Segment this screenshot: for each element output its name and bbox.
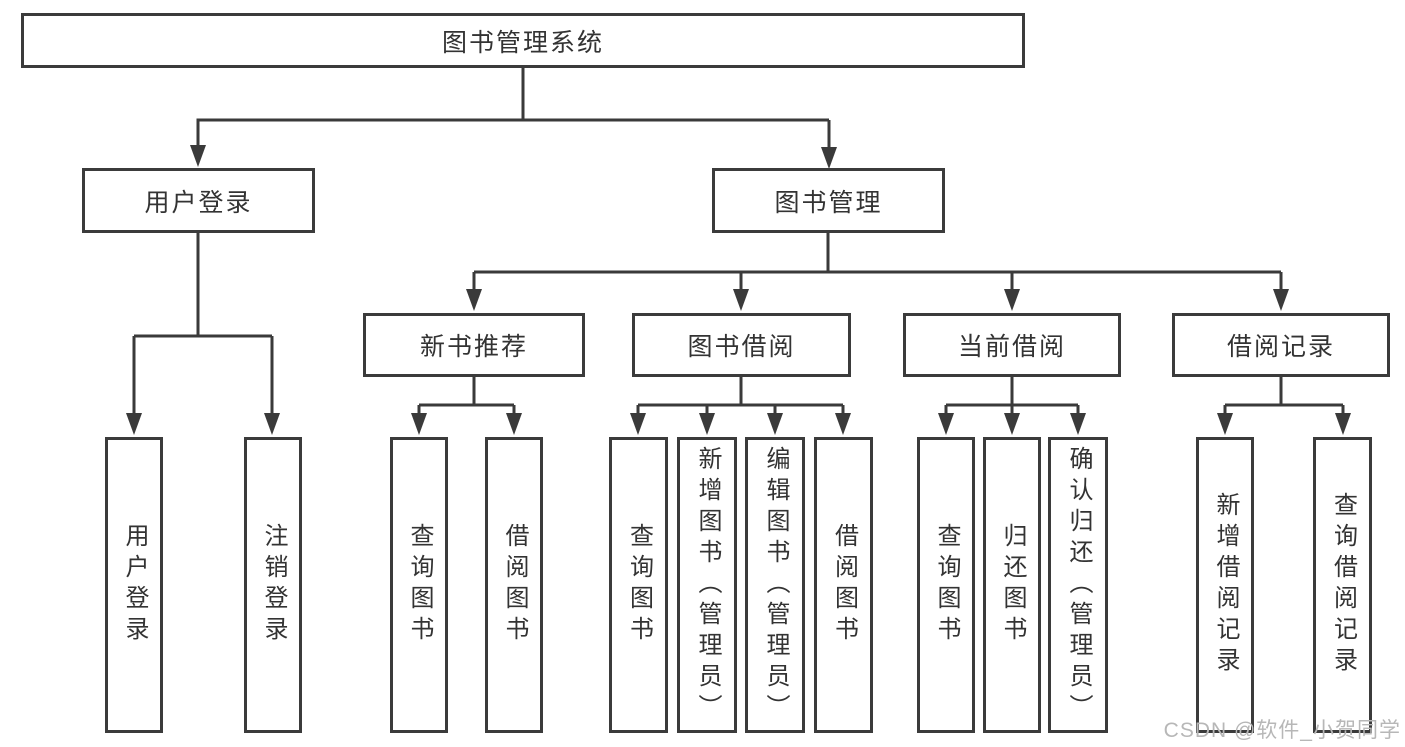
node-current-borrowing: 当前借阅 bbox=[903, 313, 1121, 377]
leaf-label: 查询图书 bbox=[406, 523, 433, 647]
leaf-label: 注销登录 bbox=[260, 523, 287, 647]
leaf-return-books: 归还图书 bbox=[983, 437, 1041, 733]
leaf-label: 确认归还（管理员） bbox=[1065, 445, 1092, 725]
leaf-query-books-borrowing: 查询图书 bbox=[609, 437, 668, 733]
node-user-login: 用户登录 bbox=[82, 168, 315, 233]
leaf-logout: 注销登录 bbox=[244, 437, 302, 733]
leaf-edit-books-admin: 编辑图书（管理员） bbox=[745, 437, 805, 733]
leaf-label: 借阅图书 bbox=[830, 523, 858, 647]
leaf-label: 新增图书（管理员） bbox=[694, 445, 721, 725]
leaf-query-books-current: 查询图书 bbox=[917, 437, 975, 733]
leaf-label: 查询图书 bbox=[933, 523, 960, 647]
leaf-borrow-books-borrowing: 借阅图书 bbox=[814, 437, 873, 733]
node-book-management: 图书管理 bbox=[712, 168, 945, 233]
leaf-query-borrow-record: 查询借阅记录 bbox=[1313, 437, 1372, 733]
leaf-label: 查询借阅记录 bbox=[1329, 492, 1357, 678]
leaf-user-login: 用户登录 bbox=[105, 437, 163, 733]
node-book-borrowing: 图书借阅 bbox=[632, 313, 851, 377]
leaf-add-books-admin: 新增图书（管理员） bbox=[677, 437, 737, 733]
leaf-label: 编辑图书（管理员） bbox=[762, 445, 789, 725]
node-borrowing-records: 借阅记录 bbox=[1172, 313, 1390, 377]
leaf-label: 新增借阅记录 bbox=[1212, 492, 1239, 678]
leaf-label: 用户登录 bbox=[121, 523, 148, 647]
leaf-confirm-return-admin: 确认归还（管理员） bbox=[1048, 437, 1108, 733]
node-new-book-recommend: 新书推荐 bbox=[363, 313, 585, 377]
csdn-watermark: CSDN @软件_小贺同学 bbox=[1163, 719, 1401, 742]
leaf-add-borrow-record: 新增借阅记录 bbox=[1196, 437, 1254, 733]
node-root-system: 图书管理系统 bbox=[21, 13, 1025, 68]
leaf-borrow-books-recommend: 借阅图书 bbox=[485, 437, 543, 733]
leaf-label: 归还图书 bbox=[999, 523, 1026, 647]
leaf-query-books-recommend: 查询图书 bbox=[390, 437, 448, 733]
leaf-label: 查询图书 bbox=[625, 523, 653, 647]
leaf-label: 借阅图书 bbox=[501, 523, 528, 647]
